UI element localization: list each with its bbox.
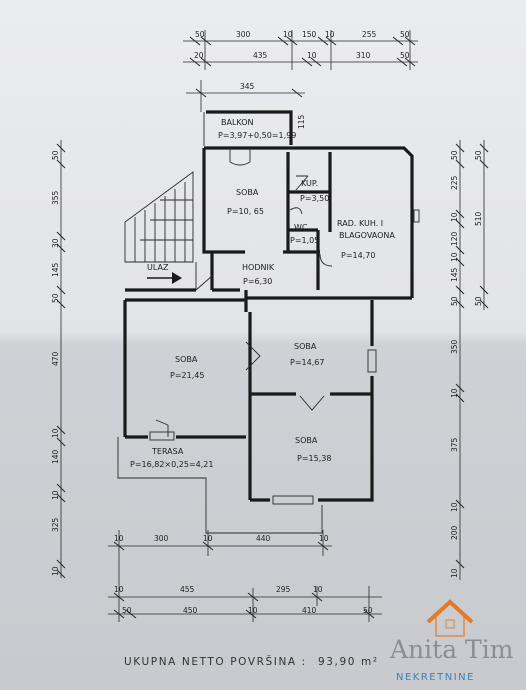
house-logo-icon	[426, 599, 474, 637]
kuhinja-label: RAD. KUH. I	[337, 219, 383, 228]
dim-top-3: 10	[283, 30, 293, 39]
entry-arrow-icon	[147, 272, 182, 284]
dim-right-4: 120	[450, 231, 459, 246]
dim-right-12: 200	[450, 525, 459, 540]
dim-bottom-2: 455	[180, 585, 195, 594]
dim-bottom-inner-2: 300	[154, 534, 169, 543]
total-area-value: 93,90 m²	[318, 656, 379, 668]
dim-top-5: 10	[325, 30, 335, 39]
ulaz-label: ULAZ	[147, 263, 169, 272]
kuhinja-area: P=14,70	[341, 251, 375, 260]
bottom-dimension-chain: 10 300 10 440 10 10 455 295 10 50 450 10…	[108, 530, 382, 622]
soba-bottom-area: P=15,38	[297, 454, 331, 463]
soba-mid-area: P=14,67	[290, 358, 324, 367]
dim-right-10: 375	[450, 437, 459, 452]
kuhinja-label-2: BLAGOVAONA	[339, 231, 395, 240]
dim-bottom-inner-1: 10	[114, 534, 124, 543]
soba-top-label: SOBA	[236, 188, 259, 197]
dim-bottom-3: 295	[276, 585, 291, 594]
dim-bottom-4: 10	[313, 585, 323, 594]
dim-bottom2-1: 50	[122, 606, 132, 615]
dim-right-13: 10	[450, 568, 459, 578]
wc-area: P=1,05	[290, 236, 319, 245]
dim-bottom2-4: 410	[302, 606, 317, 615]
windows	[149, 209, 420, 505]
dim-left-5: 50	[51, 293, 60, 303]
watermark-name: Anita Tim	[389, 635, 514, 664]
dim-top-1: 50	[195, 30, 205, 39]
dim-top2-1: 20	[194, 51, 204, 60]
dim-left-2: 355	[51, 190, 60, 205]
dim-bottom-inner-4: 440	[256, 534, 271, 543]
terasa-area: P=16,82×0,25=4,21	[130, 460, 213, 469]
dim-right-9: 10	[450, 388, 459, 398]
dim-top-7: 50	[400, 30, 410, 39]
dim-left-4: 145	[51, 262, 60, 277]
hodnik-label: HODNIK	[242, 263, 275, 272]
dim-right-1: 50	[450, 150, 459, 160]
left-dimension-chain: 50 355 30 145 50 470 10 140 10 325 10	[51, 140, 66, 579]
dim-bottom2-5: 50	[363, 606, 373, 615]
dim-right-7: 50	[450, 296, 459, 306]
dim-left-10: 325	[51, 517, 60, 532]
dim-right-11: 10	[450, 502, 459, 512]
staircase	[124, 171, 194, 263]
dim-right-5: 10	[450, 252, 459, 262]
dim-right-outer-2: 510	[474, 211, 483, 226]
dim-bottom-inner-5: 10	[319, 534, 329, 543]
dim-bottom2-2: 450	[183, 606, 198, 615]
dim-top2-5: 50	[400, 51, 410, 60]
agency-watermark: Anita Tim NEKRETNINE	[389, 599, 514, 683]
terasa-label: TERASA	[151, 447, 184, 456]
soba-top-area: P=10, 65	[227, 207, 264, 216]
dim-bottom2-3: 10	[248, 606, 258, 615]
dim-right-2: 225	[450, 175, 459, 190]
dim-top2-3: 10	[307, 51, 317, 60]
dim-bottom-inner-3: 10	[203, 534, 213, 543]
doors	[155, 148, 333, 437]
dim-bottom-1: 10	[114, 585, 124, 594]
walls	[117, 110, 414, 534]
dim-right-outer-3: 50	[474, 296, 483, 306]
dim-right-3: 10	[450, 212, 459, 222]
dim-top2-2: 435	[253, 51, 268, 60]
total-area-label: UKUPNA NETTO POVRŠINA :	[124, 655, 307, 668]
dim-top2-4: 310	[356, 51, 371, 60]
dim-right-6: 145	[450, 267, 459, 282]
total-area-footer: UKUPNA NETTO POVRŠINA : 93,90 m²	[124, 655, 379, 668]
top-dimension-chain: 50 300 10 150 10 255 50 20 435 10 310 50…	[183, 30, 418, 129]
dim-left-9: 10	[51, 490, 60, 500]
dim-top-6: 255	[362, 30, 377, 39]
soba-left-label: SOBA	[175, 355, 198, 364]
dim-right-outer-1: 50	[474, 150, 483, 160]
dim-top-2: 300	[236, 30, 251, 39]
dim-right-8: 350	[450, 339, 459, 354]
soba-left-area: P=21,45	[170, 371, 204, 380]
watermark-sub: NEKRETNINE	[396, 672, 475, 683]
dim-left-7: 10	[51, 428, 60, 438]
balkon-area: P=3,97+0,50=1,99	[218, 131, 296, 140]
room-labels: BALKON P=3,97+0,50=1,99 SOBA P=10, 65 KU…	[130, 118, 395, 469]
dim-left-1: 50	[51, 150, 60, 160]
soba-bottom-label: SOBA	[295, 436, 318, 445]
wc-label: WC	[294, 223, 308, 232]
dim-top-4: 150	[302, 30, 317, 39]
dim-left-8: 140	[51, 449, 60, 464]
right-dimension-chain: 50 225 10 120 10 145 50 350 10 375 10 20…	[450, 140, 489, 580]
dim-left-11: 10	[51, 566, 60, 576]
dim-left-6: 470	[51, 351, 60, 366]
hodnik-area: P=6,30	[243, 277, 272, 286]
soba-mid-label: SOBA	[294, 342, 317, 351]
dim-left-3: 30	[51, 238, 60, 248]
dim-balkon-depth: 115	[297, 114, 306, 129]
balkon-label: BALKON	[221, 118, 254, 127]
dim-balkon-width: 345	[240, 82, 255, 91]
kup-label: KUP.	[301, 179, 318, 188]
kup-area: P=3,50	[300, 194, 329, 203]
